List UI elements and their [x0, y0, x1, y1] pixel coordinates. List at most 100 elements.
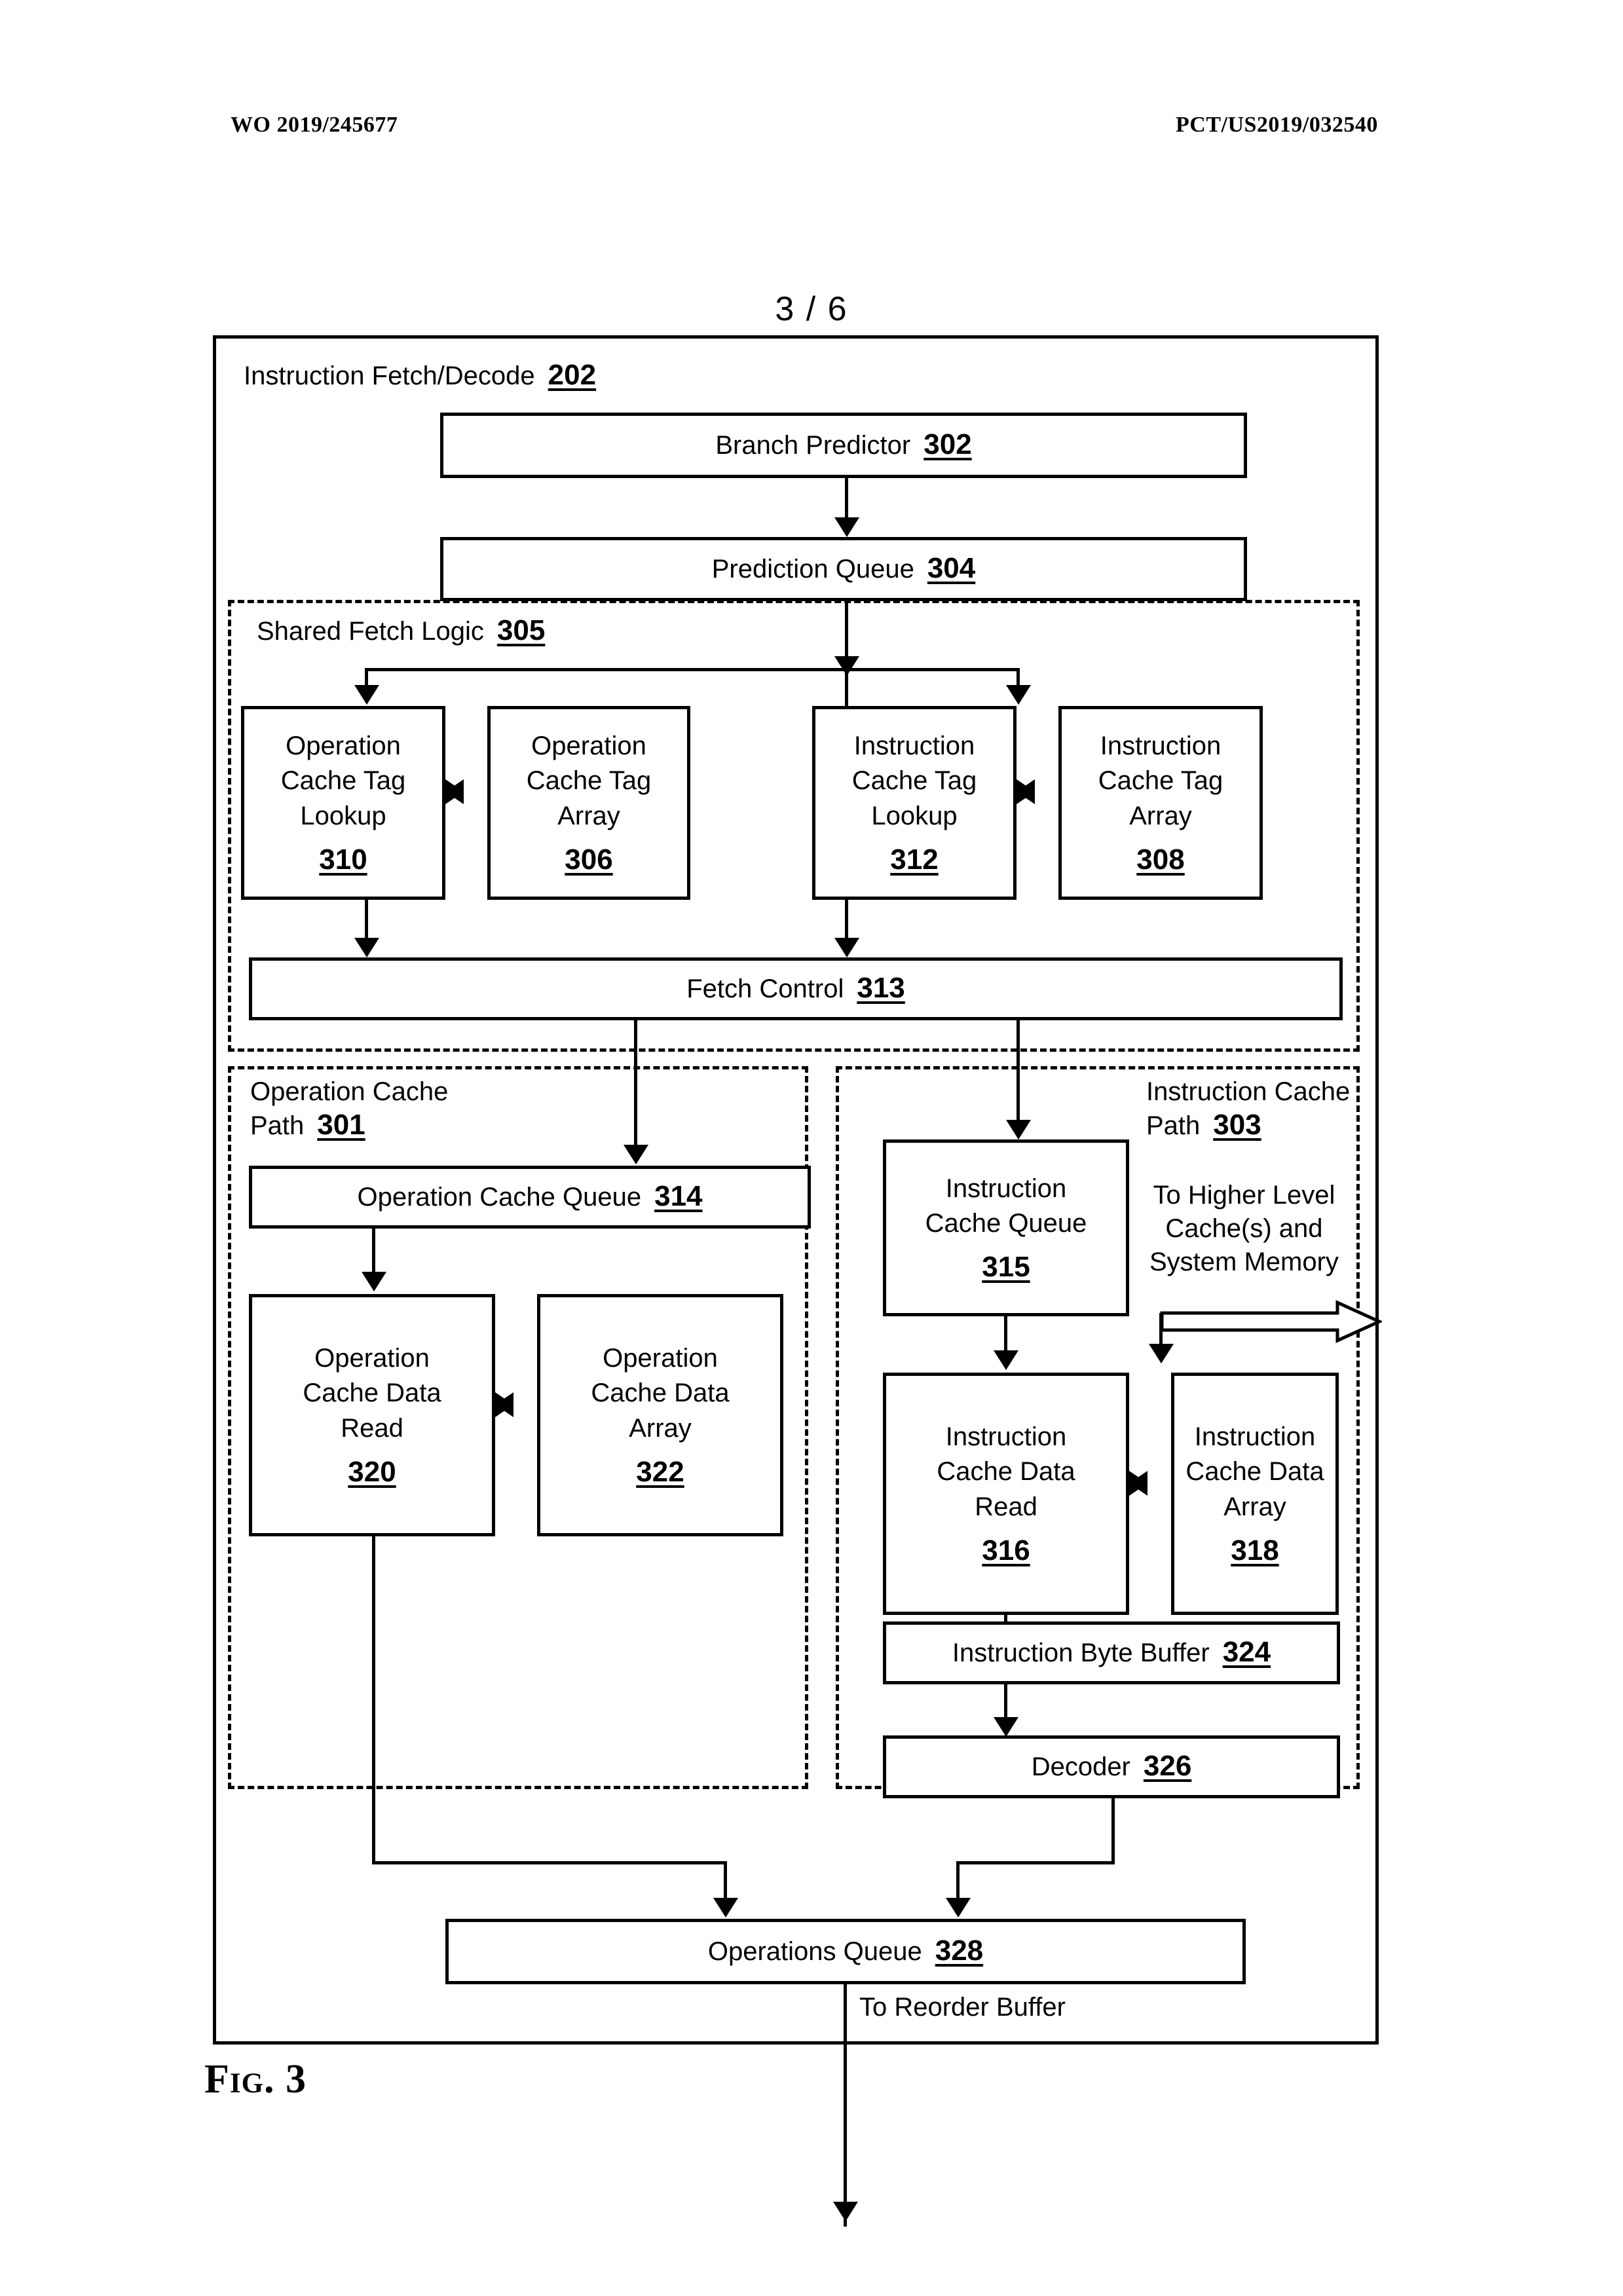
wo-publication-number: WO 2019/245677: [231, 113, 398, 137]
op-cache-tag-array-line1: Operation: [531, 731, 646, 761]
op-cache-data-array-ref: 322: [636, 1455, 684, 1488]
decoder-label: Decoder: [1031, 1752, 1130, 1781]
instruction-cache-path-title: Instruction Cache Path 303: [1146, 1075, 1350, 1143]
connector-fanout-bar: [365, 668, 1020, 671]
connector-320-drop: [724, 1861, 727, 1907]
op-cache-tag-lookup-line2: Cache Tag: [280, 766, 406, 796]
arrowhead-right-322: [495, 1392, 513, 1417]
connector-branch-predictor-to-prediction-queue: [845, 478, 848, 523]
instruction-cache-data-read-block[interactable]: Instruction Cache Data Read 316: [883, 1373, 1129, 1615]
op-cache-data-array-line2: Cache Data: [591, 1379, 730, 1408]
inst-cache-path-line2: Path: [1146, 1111, 1201, 1141]
inst-cache-path-line1: Instruction Cache: [1146, 1077, 1351, 1106]
connector-320-down: [372, 1536, 375, 1864]
higher-level-memory-note: To Higher Level Cache(s) and System Memo…: [1149, 1179, 1339, 1280]
prediction-queue-ref: 304: [927, 551, 976, 584]
arrowhead-op-path-to-operations-queue: [713, 1898, 738, 1917]
inst-cache-data-array-line3: Array: [1223, 1492, 1286, 1521]
op-cache-tag-lookup-line1: Operation: [286, 731, 401, 761]
connector-324-to-326: [1004, 1684, 1007, 1733]
connector-prediction-queue-trunk: [845, 601, 848, 664]
inst-cache-data-array-line1: Instruction: [1194, 1422, 1316, 1452]
arrowhead-right-308: [1017, 779, 1035, 804]
operation-cache-data-array-block[interactable]: Operation Cache Data Array 322: [537, 1294, 783, 1536]
higher-level-note-line2: Cache(s) and: [1165, 1214, 1323, 1244]
instruction-fetch-decode-label: Instruction Fetch/Decode: [244, 361, 535, 390]
to-reorder-buffer-label: To Reorder Buffer: [859, 1993, 1066, 2022]
op-cache-data-read-line3: Read: [341, 1413, 403, 1443]
inst-cache-tag-array-line1: Instruction: [1100, 731, 1222, 761]
instruction-cache-tag-lookup-block[interactable]: Instruction Cache Tag Lookup 312: [812, 706, 1017, 900]
prediction-queue-block[interactable]: Prediction Queue 304: [440, 537, 1247, 601]
operation-cache-path-title: Operation Cache Path 301: [250, 1075, 448, 1143]
connector-326-across: [956, 1861, 1115, 1864]
arrowhead-to-inst-cache-queue: [1006, 1120, 1031, 1139]
branch-predictor-label: Branch Predictor: [715, 430, 911, 460]
bidirectional-connector-312-308: [1017, 779, 1035, 804]
prediction-queue-label: Prediction Queue: [711, 554, 914, 583]
connector-fetch-control-to-inst-cache-queue: [1017, 1019, 1020, 1129]
inst-cache-tag-array-line2: Cache Tag: [1098, 766, 1223, 796]
higher-level-note-line1: To Higher Level: [1153, 1181, 1335, 1210]
op-cache-path-line1: Operation Cache: [250, 1077, 449, 1106]
decoder-block[interactable]: Decoder 326: [883, 1735, 1340, 1798]
shared-fetch-logic-container: [228, 600, 1360, 1052]
connector-315-to-316: [1004, 1316, 1007, 1365]
bidirectional-connector-320-322: [495, 1392, 513, 1417]
sheet-number: 3 / 6: [775, 290, 848, 328]
operation-cache-tag-array-block[interactable]: Operation Cache Tag Array 306: [487, 706, 690, 900]
inst-cache-data-array-ref: 318: [1231, 1534, 1279, 1566]
inst-byte-buffer-label: Instruction Byte Buffer: [952, 1638, 1210, 1667]
instruction-cache-data-array-block[interactable]: Instruction Cache Data Array 318: [1171, 1373, 1339, 1615]
shared-fetch-logic-title: Shared Fetch Logic 305: [257, 614, 545, 648]
operation-cache-queue-block[interactable]: Operation Cache Queue 314: [249, 1166, 811, 1229]
inst-cache-tag-lookup-ref: 312: [890, 843, 939, 876]
figure-caption: Fig. 3: [204, 2057, 307, 2102]
arrowhead-to-op-cache-queue: [624, 1145, 648, 1164]
op-cache-data-read-ref: 320: [348, 1455, 396, 1488]
connector-326-drop: [956, 1861, 960, 1907]
arrowhead-memory-to-318: [1149, 1344, 1174, 1363]
inst-cache-tag-lookup-line3: Lookup: [871, 801, 958, 830]
arrowhead-to-prediction-queue: [834, 517, 859, 537]
op-cache-data-read-line1: Operation: [314, 1344, 430, 1373]
op-cache-path-ref: 301: [317, 1109, 365, 1141]
op-cache-queue-label: Operation Cache Queue: [357, 1182, 642, 1212]
instruction-fetch-decode-title: Instruction Fetch/Decode 202: [244, 359, 596, 393]
arrowhead-center-to-fetch-control: [834, 938, 859, 957]
connector-memory-drop-to-318: [1159, 1313, 1163, 1354]
connector-314-to-320: [372, 1229, 375, 1278]
operations-queue-ref: 328: [935, 1934, 984, 1967]
fetch-control-block[interactable]: Fetch Control 313: [249, 957, 1343, 1020]
operations-queue-label: Operations Queue: [707, 1936, 922, 1966]
arrowhead-to-inst-cache-data-read: [994, 1350, 1018, 1370]
shared-fetch-logic-ref: 305: [496, 614, 546, 646]
operation-cache-tag-lookup-block[interactable]: Operation Cache Tag Lookup 310: [241, 706, 445, 900]
arrowhead-right-306: [445, 779, 464, 804]
inst-cache-queue-line2: Cache Queue: [925, 1209, 1087, 1238]
op-cache-tag-array-line3: Array: [557, 801, 620, 830]
operations-queue-block[interactable]: Operations Queue 328: [445, 1919, 1246, 1984]
op-cache-tag-array-line2: Cache Tag: [526, 766, 652, 796]
connector-326-down: [1111, 1798, 1115, 1861]
instruction-byte-buffer-block[interactable]: Instruction Byte Buffer 324: [883, 1621, 1340, 1684]
arrowhead-to-op-cache-data-read: [362, 1272, 386, 1291]
inst-cache-queue-line1: Instruction: [945, 1174, 1067, 1203]
instruction-cache-tag-array-block[interactable]: Instruction Cache Tag Array 308: [1058, 706, 1263, 900]
inst-cache-tag-lookup-line2: Cache Tag: [851, 766, 977, 796]
op-cache-path-line2: Path: [250, 1111, 305, 1141]
bidirectional-connector-310-306: [445, 779, 464, 804]
operation-cache-data-read-block[interactable]: Operation Cache Data Read 320: [249, 1294, 495, 1536]
pct-application-number: PCT/US2019/032540: [1176, 113, 1378, 137]
arrowhead-to-inst-cache-tag-lookup: [1006, 685, 1031, 705]
inst-cache-tag-array-line3: Array: [1129, 801, 1192, 830]
branch-predictor-block[interactable]: Branch Predictor 302: [440, 413, 1247, 478]
op-cache-data-array-line3: Array: [629, 1413, 692, 1443]
arrowhead-310-to-fetch-control: [354, 938, 379, 957]
operation-cache-path-container: [228, 1066, 808, 1789]
op-cache-tag-lookup-ref: 310: [319, 843, 367, 876]
instruction-cache-queue-block[interactable]: Instruction Cache Queue 315: [883, 1139, 1129, 1316]
op-cache-queue-ref: 314: [654, 1179, 703, 1212]
decoder-ref: 326: [1143, 1749, 1192, 1782]
inst-cache-data-read-line3: Read: [975, 1492, 1037, 1521]
